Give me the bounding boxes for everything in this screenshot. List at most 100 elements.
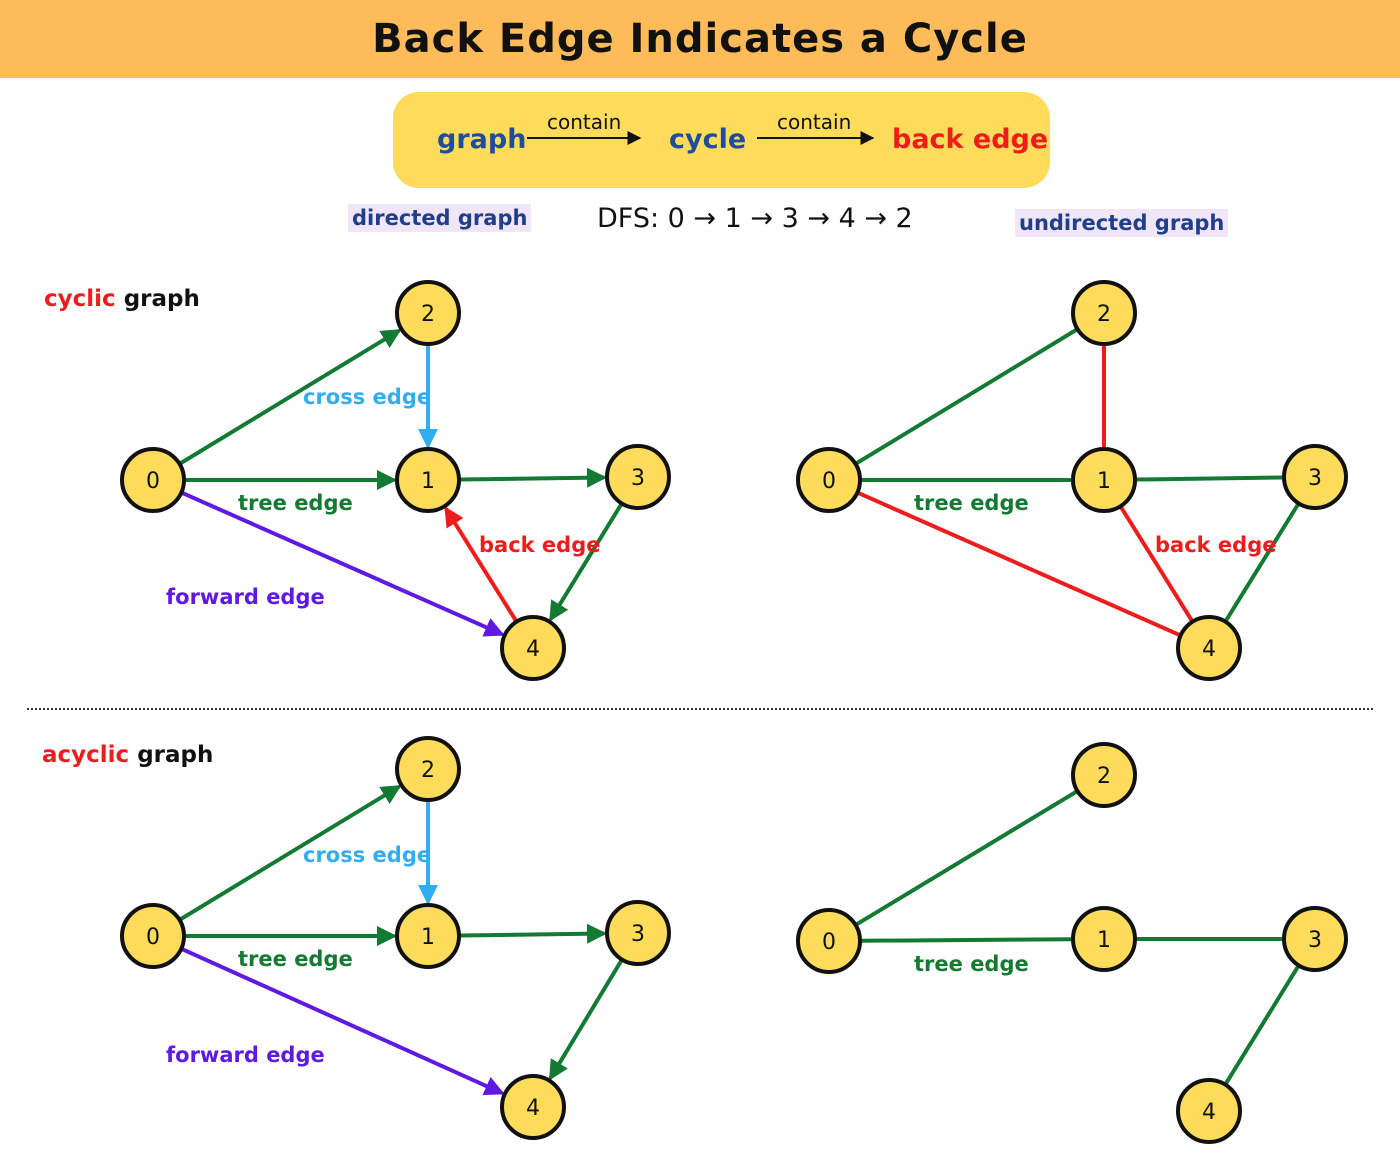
- undirected-cyclic-node-label-0: 0: [822, 469, 836, 494]
- directed-acyclic-node-circle-4: [500, 1074, 566, 1140]
- directed-acyclic-node-label-2: 2: [421, 758, 435, 783]
- directed-acyclic-edge-0-4: [181, 947, 505, 1096]
- directed-cyclic-edge-0-2: [179, 329, 402, 465]
- undirected-cyclic-node-circle-2: [1071, 280, 1137, 346]
- directed-cyclic-node-1: 1: [395, 447, 461, 513]
- undirected-cyclic-edge-3-4: [1224, 503, 1300, 622]
- directed-cyclic-node-circle-3: [605, 444, 671, 510]
- directed-cyclic-node-0: 0: [120, 447, 186, 513]
- undirected-graph-label: undirected graph: [1015, 209, 1229, 237]
- directed-cyclic-node-label-4: 4: [526, 637, 540, 662]
- undirected-cyclic-node-4: 4: [1176, 615, 1242, 681]
- legend-cycle: cycle: [669, 124, 747, 155]
- undirected-acyclic-node-0: 0: [796, 908, 862, 974]
- directed-cyclic-node-4: 4: [500, 615, 566, 681]
- undirected-cyclic-label-tree-edge: tree edge: [914, 491, 1029, 515]
- dfs-order: DFS: 0 → 1 → 3 → 4 → 2: [597, 203, 913, 234]
- undirected-acyclic-edge-0-1: [859, 937, 1074, 943]
- directed-acyclic-edge-1-3: [458, 923, 608, 944]
- directed-acyclic-node-label-4: 4: [526, 1096, 540, 1121]
- undirected-acyclic-node-label-4: 4: [1202, 1100, 1216, 1125]
- directed-cyclic-edge-4-1: [444, 506, 518, 623]
- directed-acyclic-node-3: 3: [605, 900, 671, 966]
- undirected-acyclic-node-4: 4: [1176, 1078, 1242, 1144]
- directed-cyclic-node-circle-4: [500, 615, 566, 681]
- undirected-acyclic-node-2: 2: [1071, 742, 1137, 808]
- undirected-acyclic-node-circle-4: [1176, 1078, 1242, 1144]
- directed-acyclic-edge-3-4: [549, 959, 623, 1081]
- undirected-cyclic-node-circle-0: [796, 447, 862, 513]
- directed-cyclic-node-label-0: 0: [146, 469, 160, 494]
- directed-cyclic-edge-1-3: [458, 467, 608, 488]
- legend-contain-1: contain: [547, 110, 622, 134]
- undirected-cyclic-node-label-1: 1: [1097, 469, 1111, 494]
- undirected-cyclic-edge-0-2: [855, 328, 1078, 465]
- directed-acyclic-node-2: 2: [395, 736, 461, 802]
- undirected-cyclic-edge-1-4: [1119, 505, 1194, 623]
- undirected-cyclic-edge-0-4: [857, 491, 1181, 637]
- directed-cyclic-label-forward-edge: forward edge: [166, 585, 325, 609]
- undirected-acyclic-node-3: 3: [1282, 906, 1348, 972]
- undirected-cyclic-node-label-4: 4: [1202, 637, 1216, 662]
- directed-acyclic-edge-0-2: [179, 785, 402, 921]
- acyclic-graph-label: acyclic graph: [42, 742, 214, 768]
- directed-cyclic-node-label-3: 3: [631, 466, 645, 491]
- directed-acyclic-node-1: 1: [395, 903, 461, 969]
- undirected-cyclic-node-1: 1: [1071, 447, 1137, 513]
- directed-cyclic-edge-0-4: [181, 491, 505, 637]
- undirected-acyclic-node-circle-2: [1071, 742, 1137, 808]
- directed-acyclic-node-circle-1: [395, 903, 461, 969]
- undirected-acyclic-node-label-2: 2: [1097, 764, 1111, 789]
- directed-cyclic-node-label-2: 2: [421, 302, 435, 327]
- directed-acyclic-node-circle-2: [395, 736, 461, 802]
- undirected-acyclic-node-circle-3: [1282, 906, 1348, 972]
- undirected-cyclic-node-0: 0: [796, 447, 862, 513]
- directed-cyclic-node-circle-0: [120, 447, 186, 513]
- directed-acyclic-node-4: 4: [500, 1074, 566, 1140]
- section-divider: [27, 708, 1373, 710]
- directed-graph-label: directed graph: [348, 204, 532, 232]
- directed-cyclic-label-tree-edge: tree edge: [238, 491, 353, 515]
- undirected-acyclic-node-1: 1: [1071, 906, 1137, 972]
- header-banner: Back Edge Indicates a Cycle: [0, 0, 1400, 78]
- directed-acyclic-label-tree-edge: tree edge: [238, 947, 353, 971]
- directed-acyclic-node-label-3: 3: [631, 922, 645, 947]
- undirected-cyclic-node-circle-4: [1176, 615, 1242, 681]
- directed-cyclic-node-circle-2: [395, 280, 461, 346]
- undirected-acyclic-edge-0-2: [855, 790, 1078, 926]
- directed-cyclic-label-cross-edge: cross edge: [303, 385, 431, 409]
- cyclic-graph-label: cyclic graph: [44, 286, 200, 312]
- directed-cyclic-node-label-1: 1: [421, 469, 435, 494]
- undirected-cyclic-node-label-2: 2: [1097, 302, 1111, 327]
- undirected-acyclic-node-circle-1: [1071, 906, 1137, 972]
- legend-box: [393, 92, 1050, 188]
- directed-cyclic-node-circle-1: [395, 447, 461, 513]
- undirected-acyclic-edge-3-4: [1224, 965, 1300, 1085]
- undirected-acyclic-node-circle-0: [796, 908, 862, 974]
- undirected-acyclic-node-label-1: 1: [1097, 928, 1111, 953]
- directed-acyclic-node-0: 0: [120, 903, 186, 969]
- page-title: Back Edge Indicates a Cycle: [372, 16, 1028, 62]
- directed-cyclic-label-back-edge: back edge: [479, 533, 600, 557]
- undirected-acyclic-node-label-3: 3: [1308, 928, 1322, 953]
- directed-acyclic-node-label-1: 1: [421, 925, 435, 950]
- directed-acyclic-node-circle-3: [605, 900, 671, 966]
- undirected-cyclic-label-back-edge: back edge: [1155, 533, 1276, 557]
- directed-cyclic-edge-3-4: [549, 503, 623, 622]
- directed-cyclic-node-2: 2: [395, 280, 461, 346]
- undirected-cyclic-node-label-3: 3: [1308, 466, 1322, 491]
- undirected-cyclic-edge-1-3: [1134, 475, 1285, 482]
- directed-cyclic-node-3: 3: [605, 444, 671, 510]
- undirected-acyclic-label-tree-edge: tree edge: [914, 952, 1029, 976]
- directed-acyclic-label-forward-edge: forward edge: [166, 1043, 325, 1067]
- directed-acyclic-label-cross-edge: cross edge: [303, 843, 431, 867]
- legend-back-edge: back edge: [892, 124, 1049, 155]
- undirected-cyclic-node-3: 3: [1282, 444, 1348, 510]
- undirected-cyclic-node-circle-3: [1282, 444, 1348, 510]
- undirected-acyclic-node-label-0: 0: [822, 930, 836, 955]
- directed-acyclic-node-circle-0: [120, 903, 186, 969]
- legend-contain-2: contain: [777, 110, 852, 134]
- undirected-cyclic-node-2: 2: [1071, 280, 1137, 346]
- legend-graph: graph: [437, 124, 527, 155]
